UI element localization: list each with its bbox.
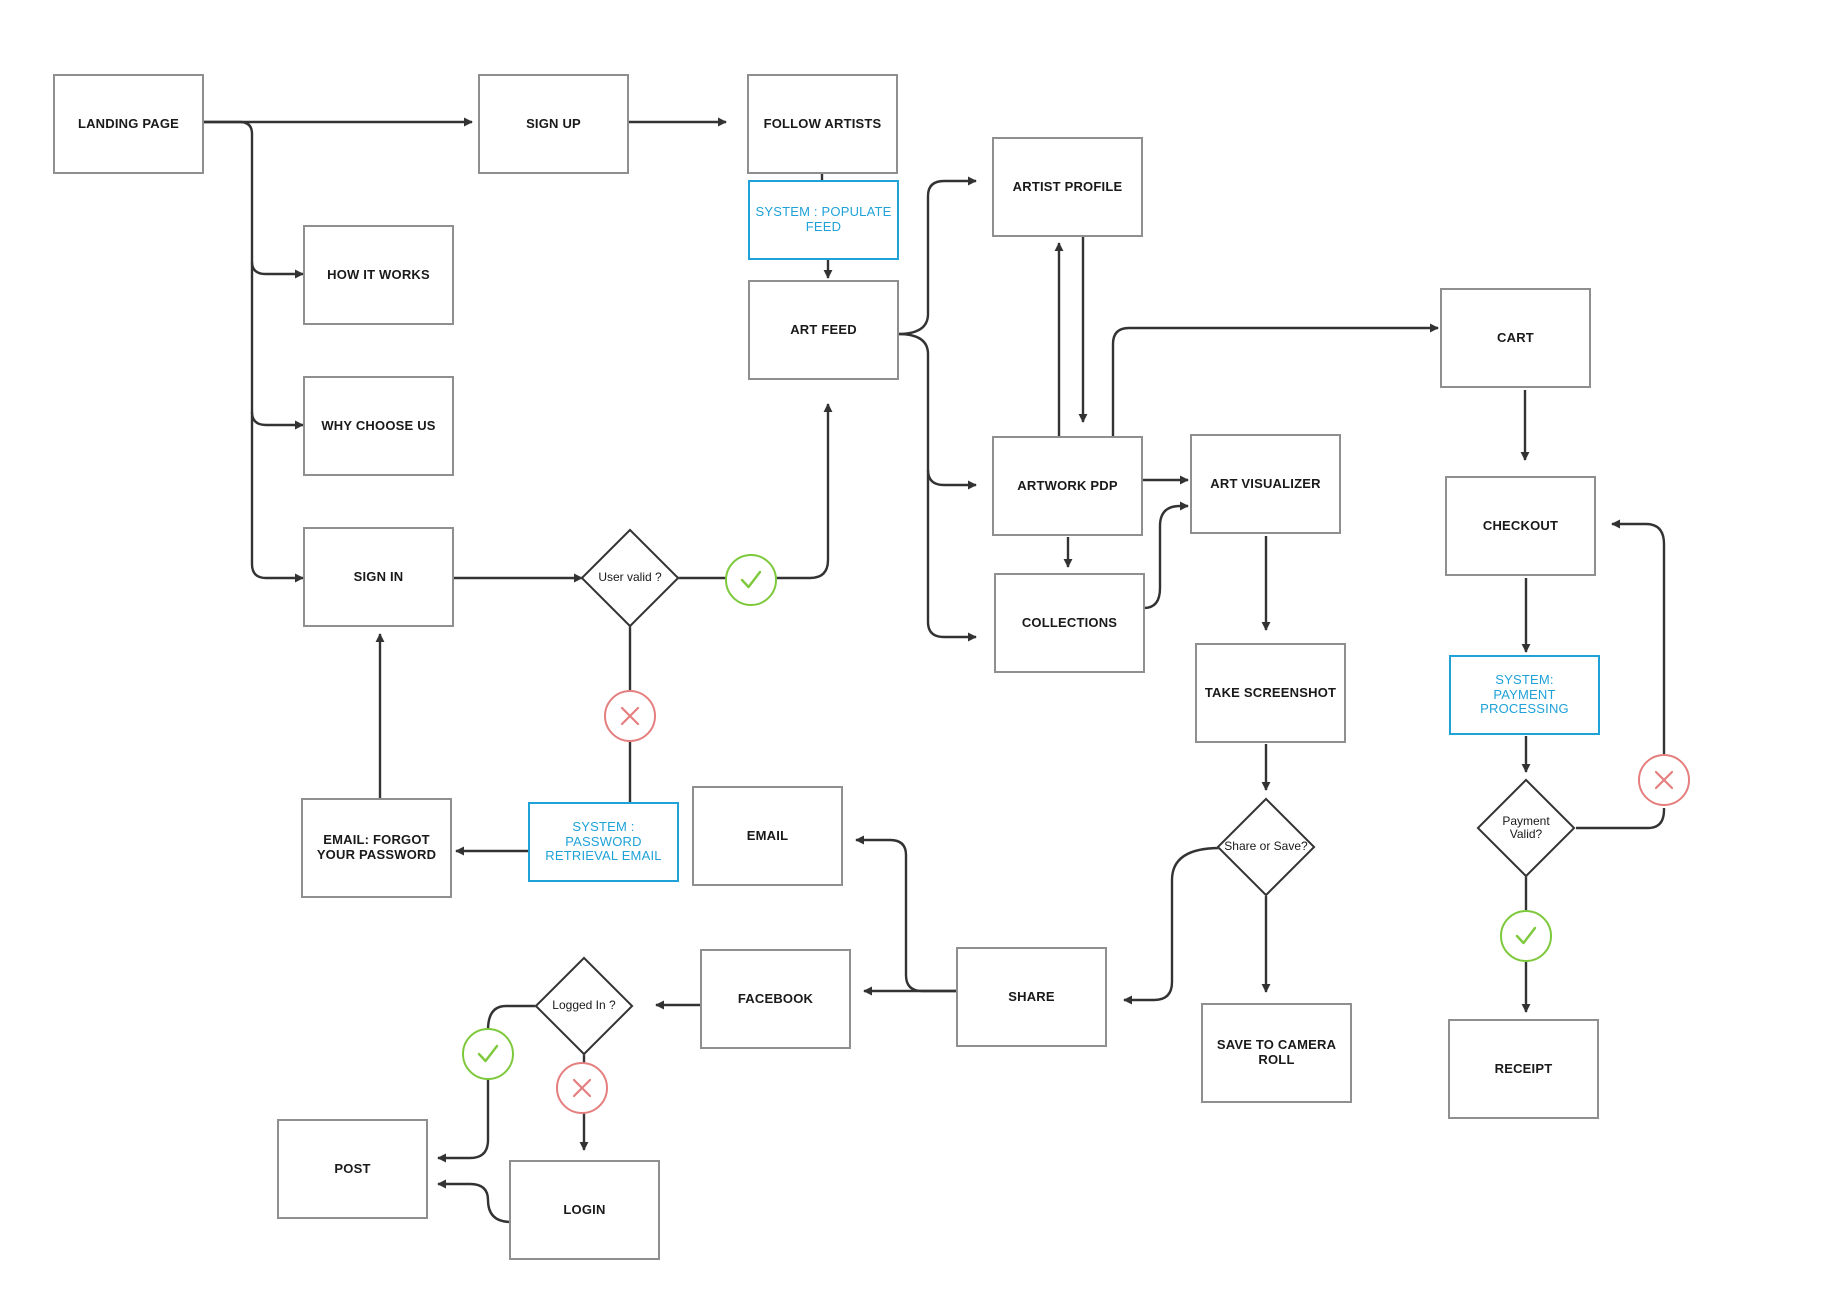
connector-pdp-to-cart	[1111, 323, 1439, 436]
follow-artists-box[interactable]: FOLLOW ARTISTS	[747, 74, 898, 174]
connector-login-to-post	[437, 1179, 512, 1224]
art-visualizer-label: ART VISUALIZER	[1210, 475, 1321, 491]
collections-label: COLLECTIONS	[1021, 614, 1118, 630]
system-payment-processing-label: SYSTEM: PAYMENT PROCESSING	[1480, 672, 1569, 717]
connector-fail-to-checkout	[1611, 519, 1666, 754]
artwork-pdp-label: ARTWORK PDP	[1017, 477, 1118, 493]
receipt-label: RECEIPT	[1494, 1060, 1553, 1076]
logged-in-label: Logged In ?	[552, 998, 616, 1013]
connector-payment-valid-to-fail	[1576, 808, 1666, 830]
artwork-pdp-box[interactable]: ARTWORK PDP	[992, 436, 1143, 536]
share-label: SHARE	[1008, 988, 1055, 1004]
post-label: POST	[334, 1160, 371, 1176]
connector-to-why-choose-us	[250, 411, 304, 430]
connector-landing-trunk	[204, 120, 304, 583]
sign-up-box[interactable]: SIGN UP	[478, 74, 629, 174]
connector-collections-to-visualizer	[1143, 501, 1189, 610]
login-label: LOGIN	[563, 1201, 606, 1217]
logged-in-failure-badge	[556, 1062, 608, 1114]
check-icon	[1515, 926, 1537, 945]
art-feed-label: ART FEED	[790, 321, 857, 337]
cart-box[interactable]: CART	[1440, 288, 1591, 388]
email-forgot-password-box[interactable]: EMAIL: FORGOT YOUR PASSWORD	[301, 798, 452, 898]
how-it-works-label: HOW IT WORKS	[327, 266, 430, 282]
login-box[interactable]: LOGIN	[509, 1160, 660, 1260]
connector-to-share	[1123, 846, 1221, 1005]
close-icon	[572, 1078, 592, 1098]
connector-success-to-artfeed	[776, 403, 833, 580]
check-icon	[477, 1044, 499, 1063]
system-payment-processing-box: SYSTEM: PAYMENT PROCESSING	[1449, 655, 1600, 735]
connector-artfeed-to-artist-profile	[897, 176, 977, 336]
system-password-retrieval-label: SYSTEM : PASSWORD RETRIEVAL EMAIL	[545, 819, 662, 864]
user-valid-success-badge	[725, 554, 777, 606]
why-choose-us-box[interactable]: WHY CHOOSE US	[303, 376, 454, 476]
connector-artfeed-to-artwork-pdp	[897, 332, 977, 490]
why-choose-us-label: WHY CHOOSE US	[321, 417, 436, 433]
user-valid-failure-badge	[604, 690, 656, 742]
system-password-retrieval-box: SYSTEM : PASSWORD RETRIEVAL EMAIL	[528, 802, 679, 882]
email-forgot-password-label: EMAIL: FORGOT YOUR PASSWORD	[316, 832, 437, 862]
receipt-box[interactable]: RECEIPT	[1448, 1019, 1599, 1119]
art-feed-box[interactable]: ART FEED	[748, 280, 899, 380]
take-screenshot-box[interactable]: TAKE SCREENSHOT	[1195, 643, 1346, 743]
take-screenshot-label: TAKE SCREENSHOT	[1204, 684, 1337, 700]
save-to-camera-roll-label: SAVE TO CAMERA ROLL	[1216, 1037, 1337, 1067]
sign-up-label: SIGN UP	[526, 115, 581, 131]
connector-share-to-email	[855, 835, 956, 993]
sign-in-label: SIGN IN	[353, 568, 404, 584]
connector-artfeed-to-collections	[926, 470, 977, 642]
system-populate-feed-box: SYSTEM : POPULATE FEED	[748, 180, 899, 260]
checkout-label: CHECKOUT	[1482, 517, 1559, 533]
sign-in-box[interactable]: SIGN IN	[303, 527, 454, 627]
landing-page-box[interactable]: LANDING PAGE	[53, 74, 204, 174]
landing-page-label: LANDING PAGE	[77, 115, 180, 131]
art-visualizer-box[interactable]: ART VISUALIZER	[1190, 434, 1341, 534]
check-icon	[740, 570, 762, 589]
email-box[interactable]: EMAIL	[692, 786, 843, 886]
artist-profile-label: ARTIST PROFILE	[1012, 178, 1123, 194]
payment-valid-failure-badge	[1638, 754, 1690, 806]
payment-valid-label: Payment Valid?	[1502, 813, 1550, 841]
payment-valid-success-badge	[1500, 910, 1552, 962]
facebook-label: FACEBOOK	[737, 990, 814, 1006]
logged-in-success-badge	[462, 1028, 514, 1080]
connector-logged-in-to-post	[437, 1004, 538, 1163]
checkout-box[interactable]: CHECKOUT	[1445, 476, 1596, 576]
system-populate-feed-label: SYSTEM : POPULATE FEED	[755, 204, 892, 234]
follow-artists-label: FOLLOW ARTISTS	[763, 115, 882, 131]
collections-box[interactable]: COLLECTIONS	[994, 573, 1145, 673]
close-icon	[1654, 770, 1674, 790]
cart-label: CART	[1497, 329, 1534, 345]
post-box[interactable]: POST	[277, 1119, 428, 1219]
share-box[interactable]: SHARE	[956, 947, 1107, 1047]
artist-profile-box[interactable]: ARTIST PROFILE	[992, 137, 1143, 237]
facebook-box[interactable]: FACEBOOK	[700, 949, 851, 1049]
how-it-works-box[interactable]: HOW IT WORKS	[303, 225, 454, 325]
connector-to-how-it-works	[250, 261, 304, 279]
share-or-save-label: Share or Save?	[1224, 839, 1308, 854]
user-valid-label: User valid ?	[598, 570, 662, 585]
save-to-camera-roll-box[interactable]: SAVE TO CAMERA ROLL	[1201, 1003, 1352, 1103]
close-icon	[620, 706, 640, 726]
email-label: EMAIL	[746, 827, 789, 843]
